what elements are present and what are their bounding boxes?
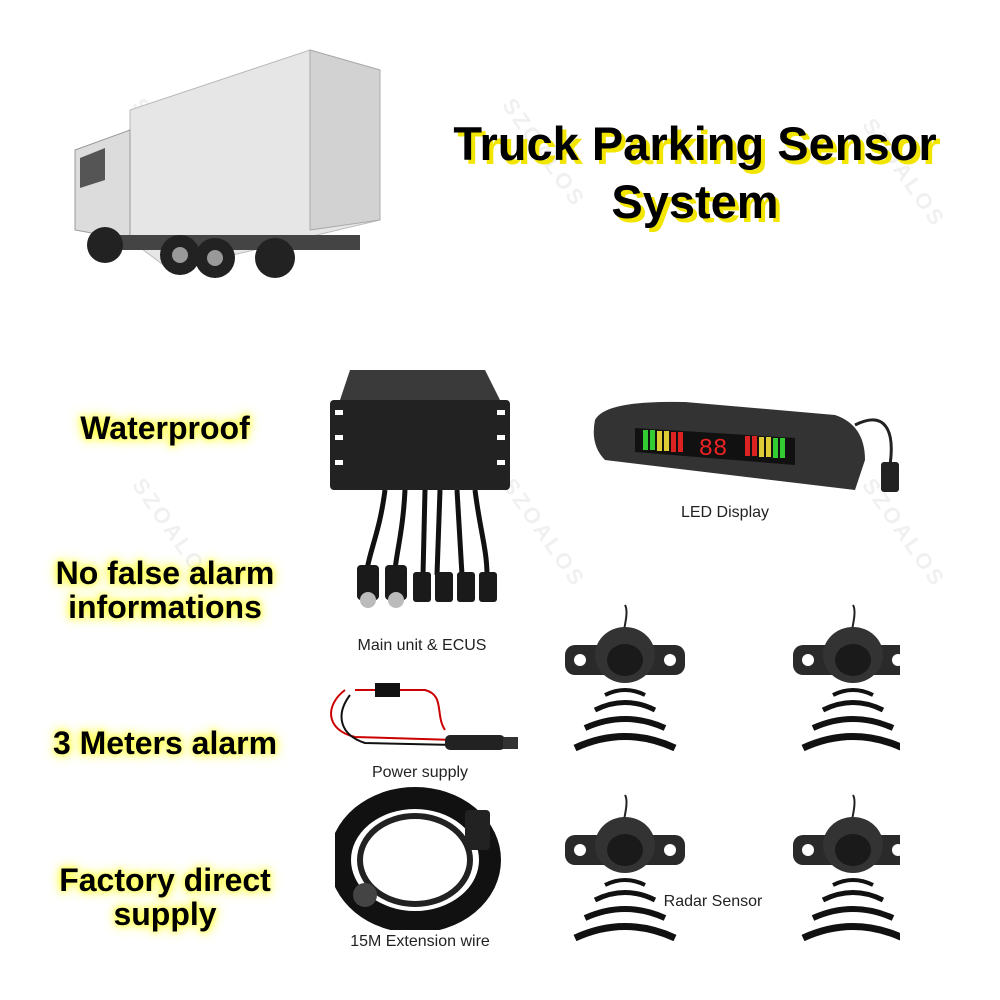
radar-sensor: [565, 605, 685, 748]
truck-image: [74, 49, 381, 278]
caption-main-unit: Main unit & ECUS: [357, 637, 487, 654]
feature-3-meters: 3 Meters alarm: [15, 726, 315, 760]
feature-text: No false alarm: [55, 555, 275, 591]
radar-sensor: [565, 795, 685, 938]
feature-text: informations: [68, 589, 262, 625]
led-digits: 88: [699, 436, 728, 463]
caption-power-supply: Power supply: [371, 764, 469, 781]
feature-text: Waterproof: [80, 410, 250, 446]
feature-text: supply: [113, 896, 217, 932]
feature-text: Factory direct: [59, 862, 271, 898]
caption-extension-wire: 15M Extension wire: [350, 933, 490, 950]
feature-text: 3 Meters alarm: [52, 725, 278, 761]
caption-radar-sensor: Radar Sensor: [663, 893, 763, 910]
page-title: Truck Parking Sensor System: [400, 115, 990, 231]
feature-waterproof: Waterproof: [15, 411, 315, 445]
power-supply-image: [330, 683, 518, 750]
title-line-1: Truck Parking Sensor: [453, 117, 937, 170]
extension-wire-image: [335, 787, 501, 930]
led-display-image: 88: [593, 401, 899, 492]
title-line-2: System: [611, 175, 779, 228]
caption-led-display: LED Display: [680, 504, 770, 521]
radar-sensor: [793, 605, 900, 748]
main-unit-image: [330, 370, 510, 608]
radar-sensor: [793, 795, 900, 938]
